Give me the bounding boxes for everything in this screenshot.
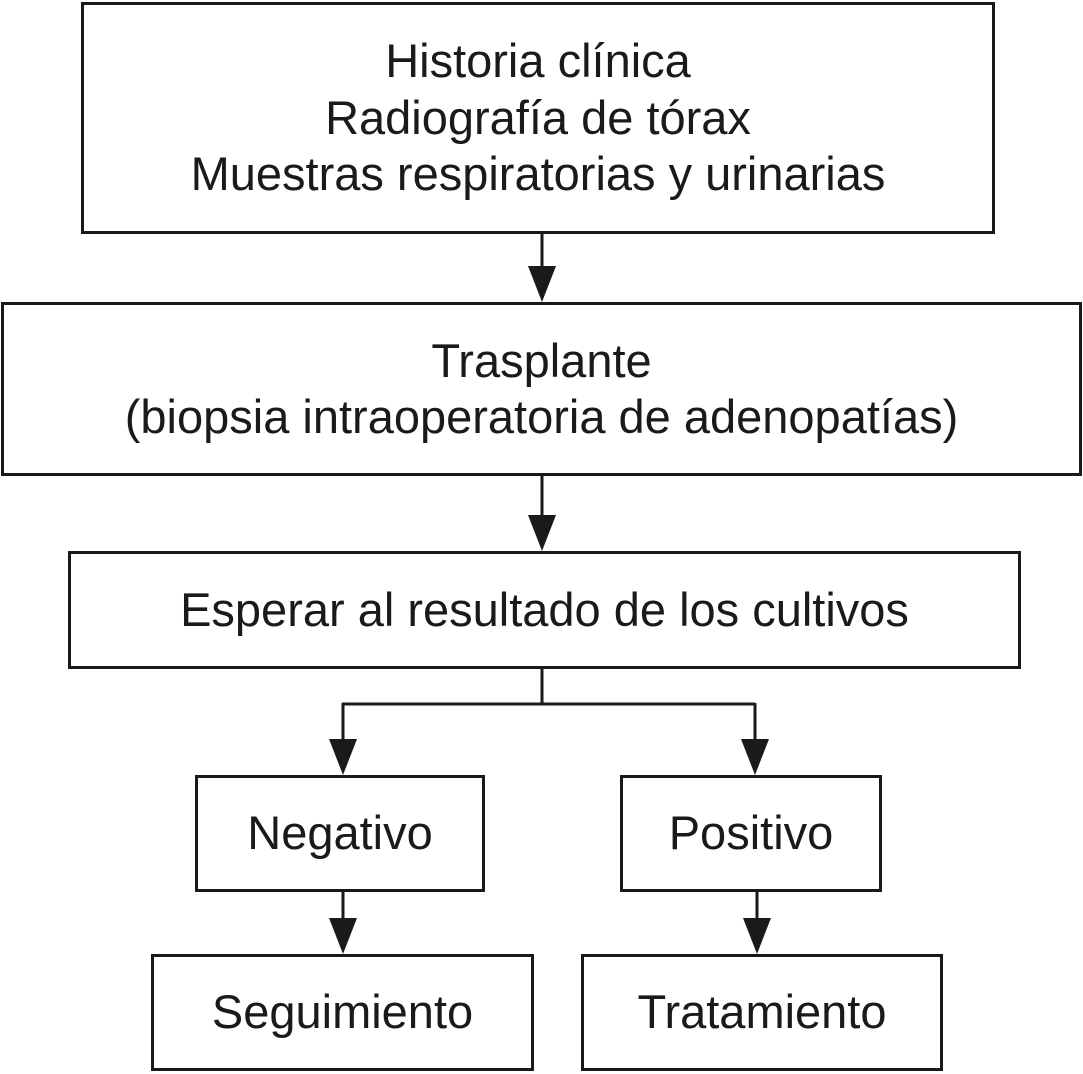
wait-line: Esperar al resultado de los cultivos	[180, 582, 909, 636]
transplant-line-title: Trasplante	[431, 333, 652, 387]
box-positive: Positivo	[620, 775, 882, 892]
positive-label: Positivo	[668, 806, 834, 860]
transplant-line-biopsy: (biopsia intraoperatoria de adenopatías)	[124, 390, 959, 443]
arrow-history-to-transplant	[528, 234, 556, 302]
arrow-negative-to-followup	[329, 892, 357, 954]
box-negative: Negativo	[195, 775, 485, 892]
box-treatment: Tratamiento	[581, 954, 943, 1071]
treatment-label: Tratamiento	[637, 985, 887, 1039]
box-history: Historia clínica Radiografía de tórax Mu…	[81, 2, 995, 234]
history-line-chest-xray: Radiografía de tórax	[325, 90, 751, 144]
arrow-split-to-positive	[741, 703, 769, 775]
followup-label: Seguimiento	[211, 985, 474, 1039]
negative-label: Negativo	[247, 806, 433, 860]
box-transplant: Trasplante (biopsia intraoperatoria de a…	[1, 302, 1082, 476]
connector-wait-split	[342, 669, 755, 706]
arrow-split-to-negative	[329, 703, 357, 775]
history-line-samples: Muestras respiratorias y urinarias	[190, 147, 886, 201]
arrow-positive-to-treatment	[743, 892, 771, 954]
history-line-clinical-history: Historia clínica	[385, 34, 691, 88]
box-followup: Seguimiento	[151, 954, 534, 1071]
arrow-transplant-to-wait	[528, 476, 556, 551]
box-wait-cultures: Esperar al resultado de los cultivos	[68, 551, 1021, 669]
